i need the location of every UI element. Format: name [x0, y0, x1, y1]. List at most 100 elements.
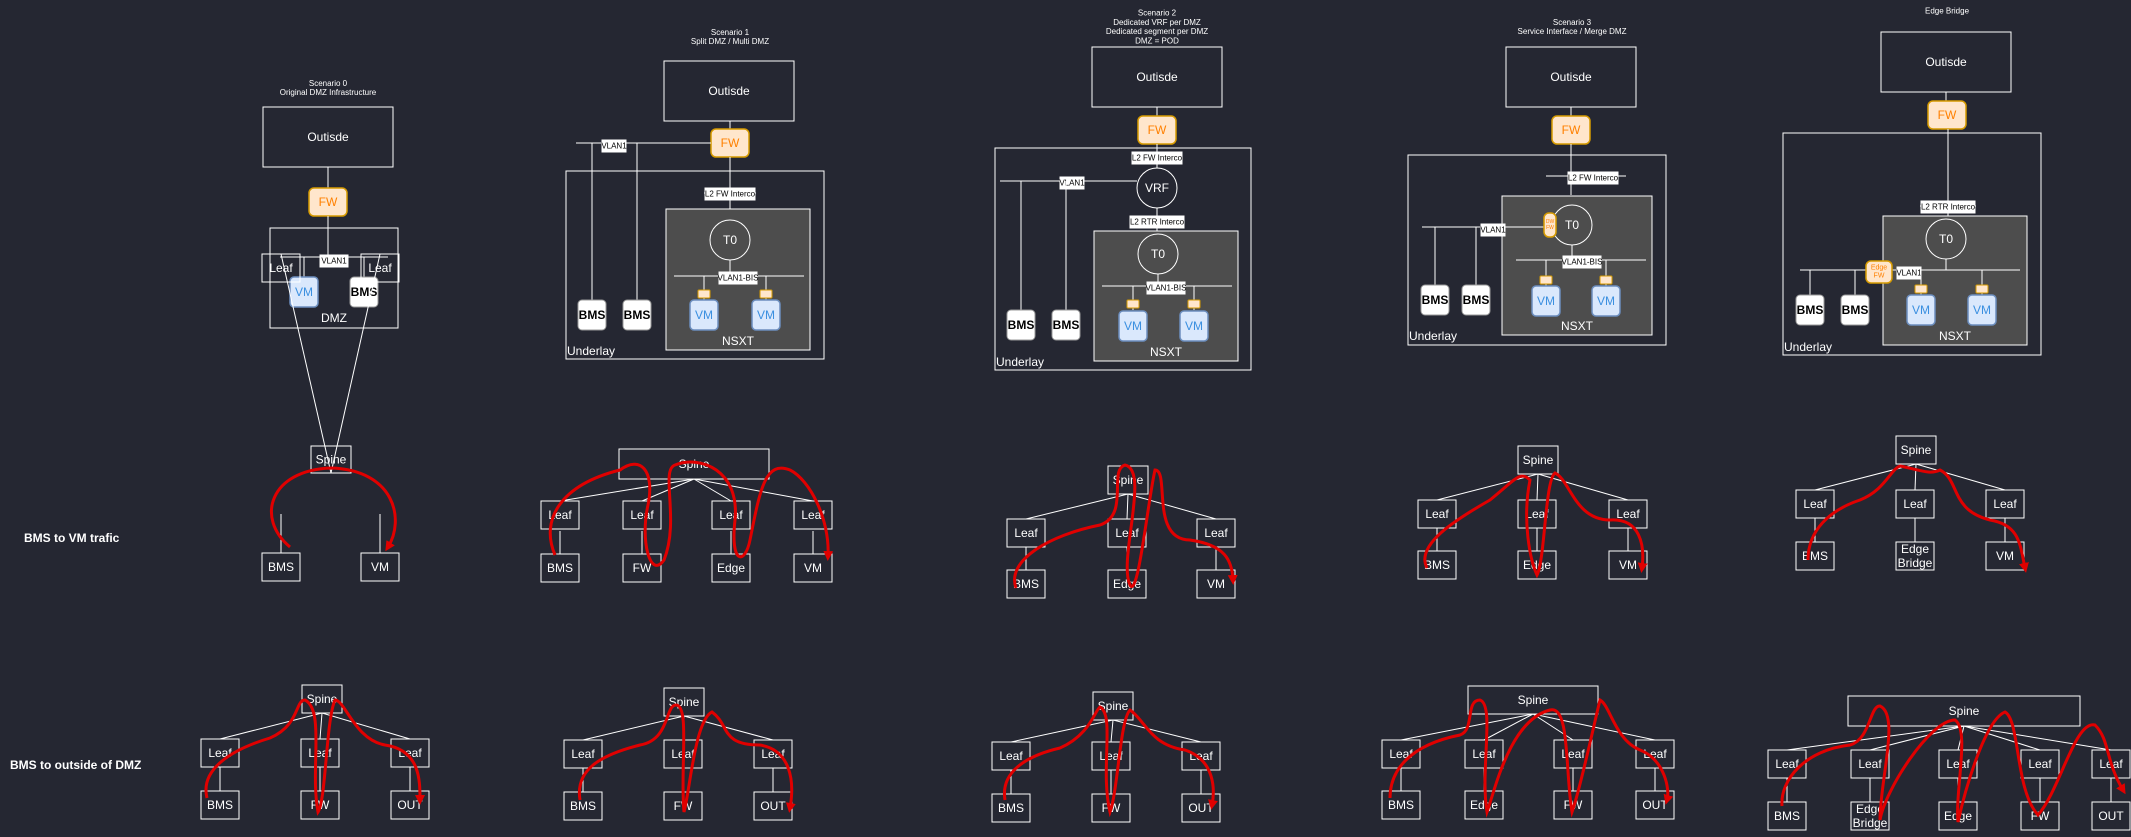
leaf-box	[390, 738, 430, 768]
spine-leaf-link	[1814, 463, 1917, 491]
edge-bridge-bms-2	[1840, 294, 1870, 326]
host-box-bms	[1381, 790, 1421, 820]
scenario-3-vm-1	[1531, 285, 1561, 317]
scenario-3-title: Service Interface / Merge DMZ	[1518, 27, 1627, 36]
spine-box-label: Spine	[679, 457, 710, 471]
host-box-bms-label: BMS	[998, 801, 1024, 815]
leaf-box	[1850, 749, 1890, 779]
host-box-edge-bridge-label: Edge	[1856, 802, 1884, 816]
leaf-box	[711, 500, 751, 530]
leaf-box-label: Leaf	[1858, 757, 1882, 771]
leaf-box	[2091, 749, 2131, 779]
scenario-1-underlay-box	[565, 170, 825, 360]
leaf-box-label: Leaf	[1903, 497, 1927, 511]
spine-leaf-link	[559, 478, 695, 502]
scenario-1-vm1-fw	[697, 289, 711, 299]
scenario-3-vlan-tag	[1480, 223, 1506, 237]
traffic-path	[577, 703, 796, 813]
scenario-1-interco-tag	[704, 187, 756, 201]
spine-box	[1517, 445, 1559, 475]
host-box-fw	[1553, 790, 1593, 820]
scenario-0-vlan-tag	[319, 254, 349, 268]
edge-bridge-bms-2-label: BMS	[1842, 303, 1869, 317]
spine-leaf-link	[1914, 463, 1917, 491]
scenario-1-bms-1	[577, 299, 607, 331]
spine-box	[1467, 685, 1599, 715]
scenario-0-vlan-tag-label: VLAN1	[321, 257, 347, 266]
scenario-1-vm-2	[751, 299, 781, 331]
scenario-2-vm-1	[1118, 310, 1148, 342]
row-label-bms-to-vm: BMS to VM trafic	[24, 531, 120, 545]
leaf-box-label: Leaf	[1204, 526, 1228, 540]
host-box-bms	[563, 791, 603, 821]
spine-leaf-link	[1025, 493, 1129, 520]
edge-bridge-rtr-tag	[1920, 200, 1976, 214]
leaf-box-label: Leaf	[1189, 749, 1213, 763]
host-box-bms-label: BMS	[1388, 798, 1414, 812]
scenario-1-bms-1-label: BMS	[579, 308, 606, 322]
scenario-3-t0-label: T0	[1565, 218, 1579, 232]
host-box-bms-label: BMS	[1774, 809, 1800, 823]
spine-box-label: Spine	[1523, 453, 1554, 467]
scenario-1-vlanbis-tag	[718, 271, 758, 285]
leaf-box	[540, 500, 580, 530]
scenario-1-nsxt-label: NSXT	[722, 334, 755, 348]
spine-leaf-link	[1112, 719, 1202, 743]
scenario-0-bms-label: BMS	[351, 285, 378, 299]
leaf-box-label: Leaf	[398, 746, 422, 760]
host-box-out	[2091, 801, 2131, 831]
scenario-2-nsxt-box	[1093, 230, 1239, 362]
host-box-bms	[540, 553, 580, 583]
leaf-box	[261, 253, 301, 283]
scenario-2-t0-label: T0	[1151, 247, 1165, 261]
leaf-box-label: Leaf	[368, 261, 392, 275]
edge-bridge-nsxt-label: NSXT	[1939, 329, 1972, 343]
leaf-box	[563, 739, 603, 769]
scenario-1-title: Split DMZ / Multi DMZ	[691, 37, 769, 46]
edge-bridge-t0-label: T0	[1939, 232, 1953, 246]
leaf-box-label: Leaf	[1525, 507, 1549, 521]
host-box-out-label: OUT	[1188, 801, 1214, 815]
edge-bridge-edge-fw-label: Edge	[1871, 264, 1887, 271]
spine-leaf-link	[1010, 719, 1114, 743]
host-box-out	[390, 790, 430, 820]
spine-leaf-link	[321, 712, 411, 740]
spine-leaf-link	[683, 715, 774, 741]
scenario-2-bms-1-label: BMS	[1008, 318, 1035, 332]
scenario-2-vrf-label: VRF	[1145, 181, 1169, 195]
scenario-2-vm-2	[1179, 310, 1209, 342]
leaf-box	[991, 741, 1031, 771]
leaf-box-label: Leaf	[308, 746, 332, 760]
spine-leaf-link	[1436, 473, 1539, 501]
scenario-3-vm1-fw	[1539, 275, 1553, 285]
scenario-2-vm1-fw	[1126, 299, 1140, 309]
scenario-1-outside-box-label: Outisde	[708, 84, 750, 98]
host-box-vm	[793, 553, 833, 583]
scenario-3-service-fw-label: DW	[1546, 219, 1555, 225]
host-box-bms-label: BMS	[1013, 577, 1039, 591]
scenario-0-bms	[349, 276, 379, 308]
leaf-box-label: Leaf	[1115, 526, 1139, 540]
leaf-box-label: Leaf	[1472, 747, 1496, 761]
leaf-box	[1517, 499, 1557, 529]
spine-box-label: Spine	[1518, 693, 1549, 707]
leaf-box-label: Leaf	[208, 746, 232, 760]
scenario-3-interco-tag-label: L2 FW Interco	[1568, 174, 1619, 183]
leaf-box-label: Leaf	[1946, 757, 1970, 771]
leaf-box	[1795, 489, 1835, 519]
scenario-2-title: Scenario 2	[1138, 9, 1177, 18]
leaf-box-label: Leaf	[1389, 747, 1413, 761]
edge-bridge-nsxt-box	[1882, 215, 2028, 346]
host-box-fw	[2020, 801, 2060, 831]
leaf-box-label: Leaf	[1993, 497, 2017, 511]
spine-box-label: Spine	[1098, 699, 1129, 713]
edge-bridge-fw	[1927, 100, 1967, 130]
